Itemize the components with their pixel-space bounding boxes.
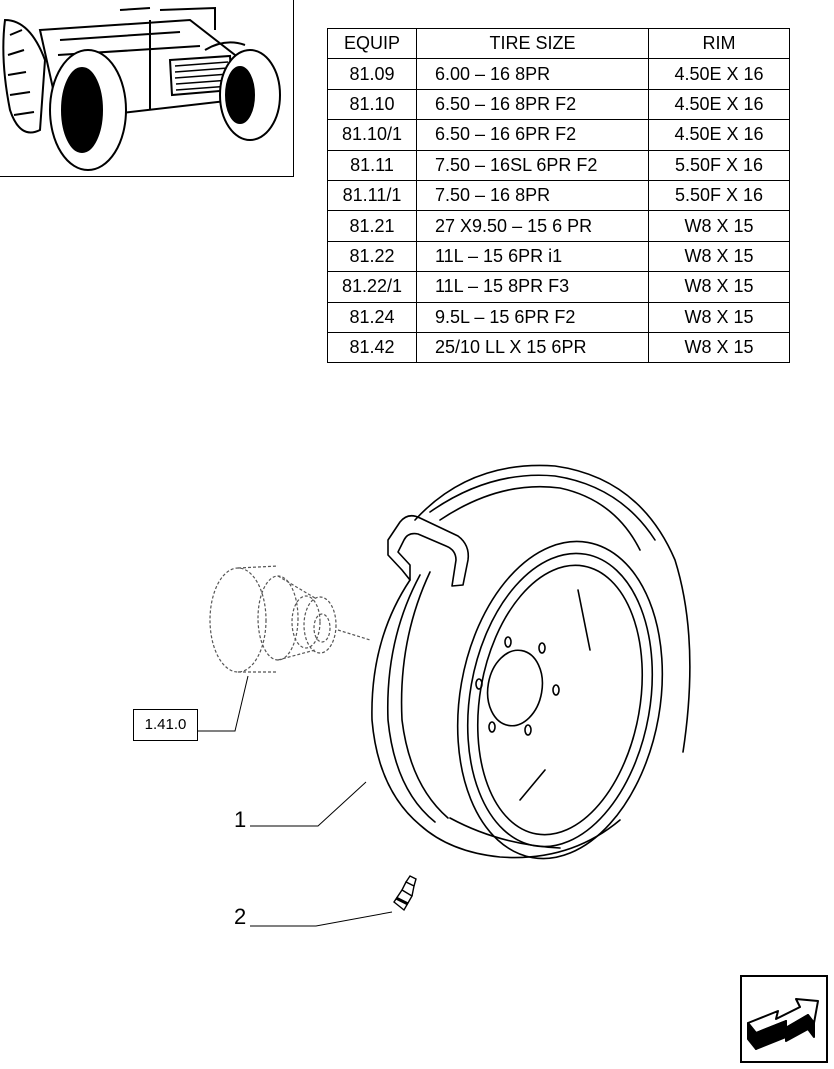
cell-equip: 81.21 [327, 210, 417, 242]
reference-box: 1.41.0 [133, 709, 198, 741]
table-row: 81.09 6.00 – 16 8PR 4.50E X 16 [327, 58, 790, 90]
cell-equip: 81.11 [327, 149, 417, 181]
cell-equip: 81.22 [327, 240, 417, 273]
tire-section [387, 514, 470, 587]
cell-rim: 4.50E X 16 [648, 88, 790, 121]
cell-rim: W8 X 15 [648, 331, 790, 364]
table-row: 81.24 9.5L – 15 6PR F2 W8 X 15 [327, 301, 790, 333]
cell-rim: 5.50F X 16 [648, 179, 790, 212]
cell-equip: 81.10/1 [327, 119, 417, 151]
table-row: 81.11 7.50 – 16SL 6PR F2 5.50F X 16 [327, 149, 790, 181]
cell-rim: 4.50E X 16 [648, 58, 790, 90]
cell-rim: 5.50F X 16 [648, 149, 790, 181]
table-row: 81.21 27 X9.50 – 15 6 PR W8 X 15 [327, 210, 790, 242]
cell-rim: W8 X 15 [648, 240, 790, 273]
leader-callout-1 [250, 781, 367, 827]
cell-tire-size: 6.00 – 16 8PR [416, 58, 649, 90]
wheel-exploded-diagram [196, 464, 691, 927]
table-row: 81.42 25/10 LL X 15 6PR W8 X 15 [327, 331, 790, 364]
cell-equip: 81.42 [327, 331, 417, 364]
leader-callout-2 [250, 911, 393, 927]
tire-outline [414, 464, 691, 753]
cell-tire-size: 9.5L – 15 6PR F2 [416, 301, 649, 333]
valve-stem-part [393, 875, 417, 912]
table-row: 81.22 11L – 15 6PR i1 W8 X 15 [327, 240, 790, 273]
next-page-button[interactable] [740, 975, 828, 1063]
header-rim: RIM [648, 27, 790, 60]
tractor-thumbnail [0, 0, 294, 177]
rim-face [456, 540, 664, 860]
rim-outline [371, 579, 621, 859]
cell-equip: 81.24 [327, 301, 417, 333]
leader-reference [196, 675, 249, 732]
cell-tire-size: 11L – 15 6PR i1 [416, 240, 649, 273]
cell-equip: 81.10 [327, 88, 417, 121]
hub-assembly-reference [209, 565, 371, 673]
cell-equip: 81.09 [327, 58, 417, 90]
table-row: 81.22/1 11L – 15 8PR F3 W8 X 15 [327, 271, 790, 303]
table-row: 81.11/1 7.50 – 16 8PR 5.50F X 16 [327, 179, 790, 212]
tractor-front-wheel-icon [2, 6, 281, 171]
callout-1: 1 [234, 807, 247, 832]
table-row: 81.10 6.50 – 16 8PR F2 4.50E X 16 [327, 88, 790, 121]
cell-rim: 4.50E X 16 [648, 119, 790, 151]
cell-tire-size: 25/10 LL X 15 6PR [416, 331, 649, 364]
header-tire-size: TIRE SIZE [416, 27, 649, 60]
cell-tire-size: 27 X9.50 – 15 6 PR [416, 210, 649, 242]
tire-spec-table: EQUIP TIRE SIZE RIM 81.09 6.00 – 16 8PR … [327, 27, 790, 364]
cell-equip: 81.22/1 [327, 271, 417, 303]
cell-tire-size: 6.50 – 16 8PR F2 [416, 88, 649, 121]
cell-rim: W8 X 15 [648, 210, 790, 242]
cell-tire-size: 7.50 – 16 8PR [416, 179, 649, 212]
header-equip: EQUIP [327, 27, 417, 60]
cell-tire-size: 7.50 – 16SL 6PR F2 [416, 149, 649, 181]
cell-rim: W8 X 15 [648, 301, 790, 333]
table-header-row: EQUIP TIRE SIZE RIM [327, 27, 790, 60]
hub-hole [486, 649, 544, 727]
callout-2: 2 [234, 904, 247, 929]
cell-tire-size: 6.50 – 16 6PR F2 [416, 119, 649, 151]
cell-rim: W8 X 15 [648, 271, 790, 303]
next-page-arrow-icon [747, 998, 819, 1050]
cell-tire-size: 11L – 15 8PR F3 [416, 271, 649, 303]
cell-equip: 81.11/1 [327, 179, 417, 212]
table-row: 81.10/1 6.50 – 16 6PR F2 4.50E X 16 [327, 119, 790, 151]
